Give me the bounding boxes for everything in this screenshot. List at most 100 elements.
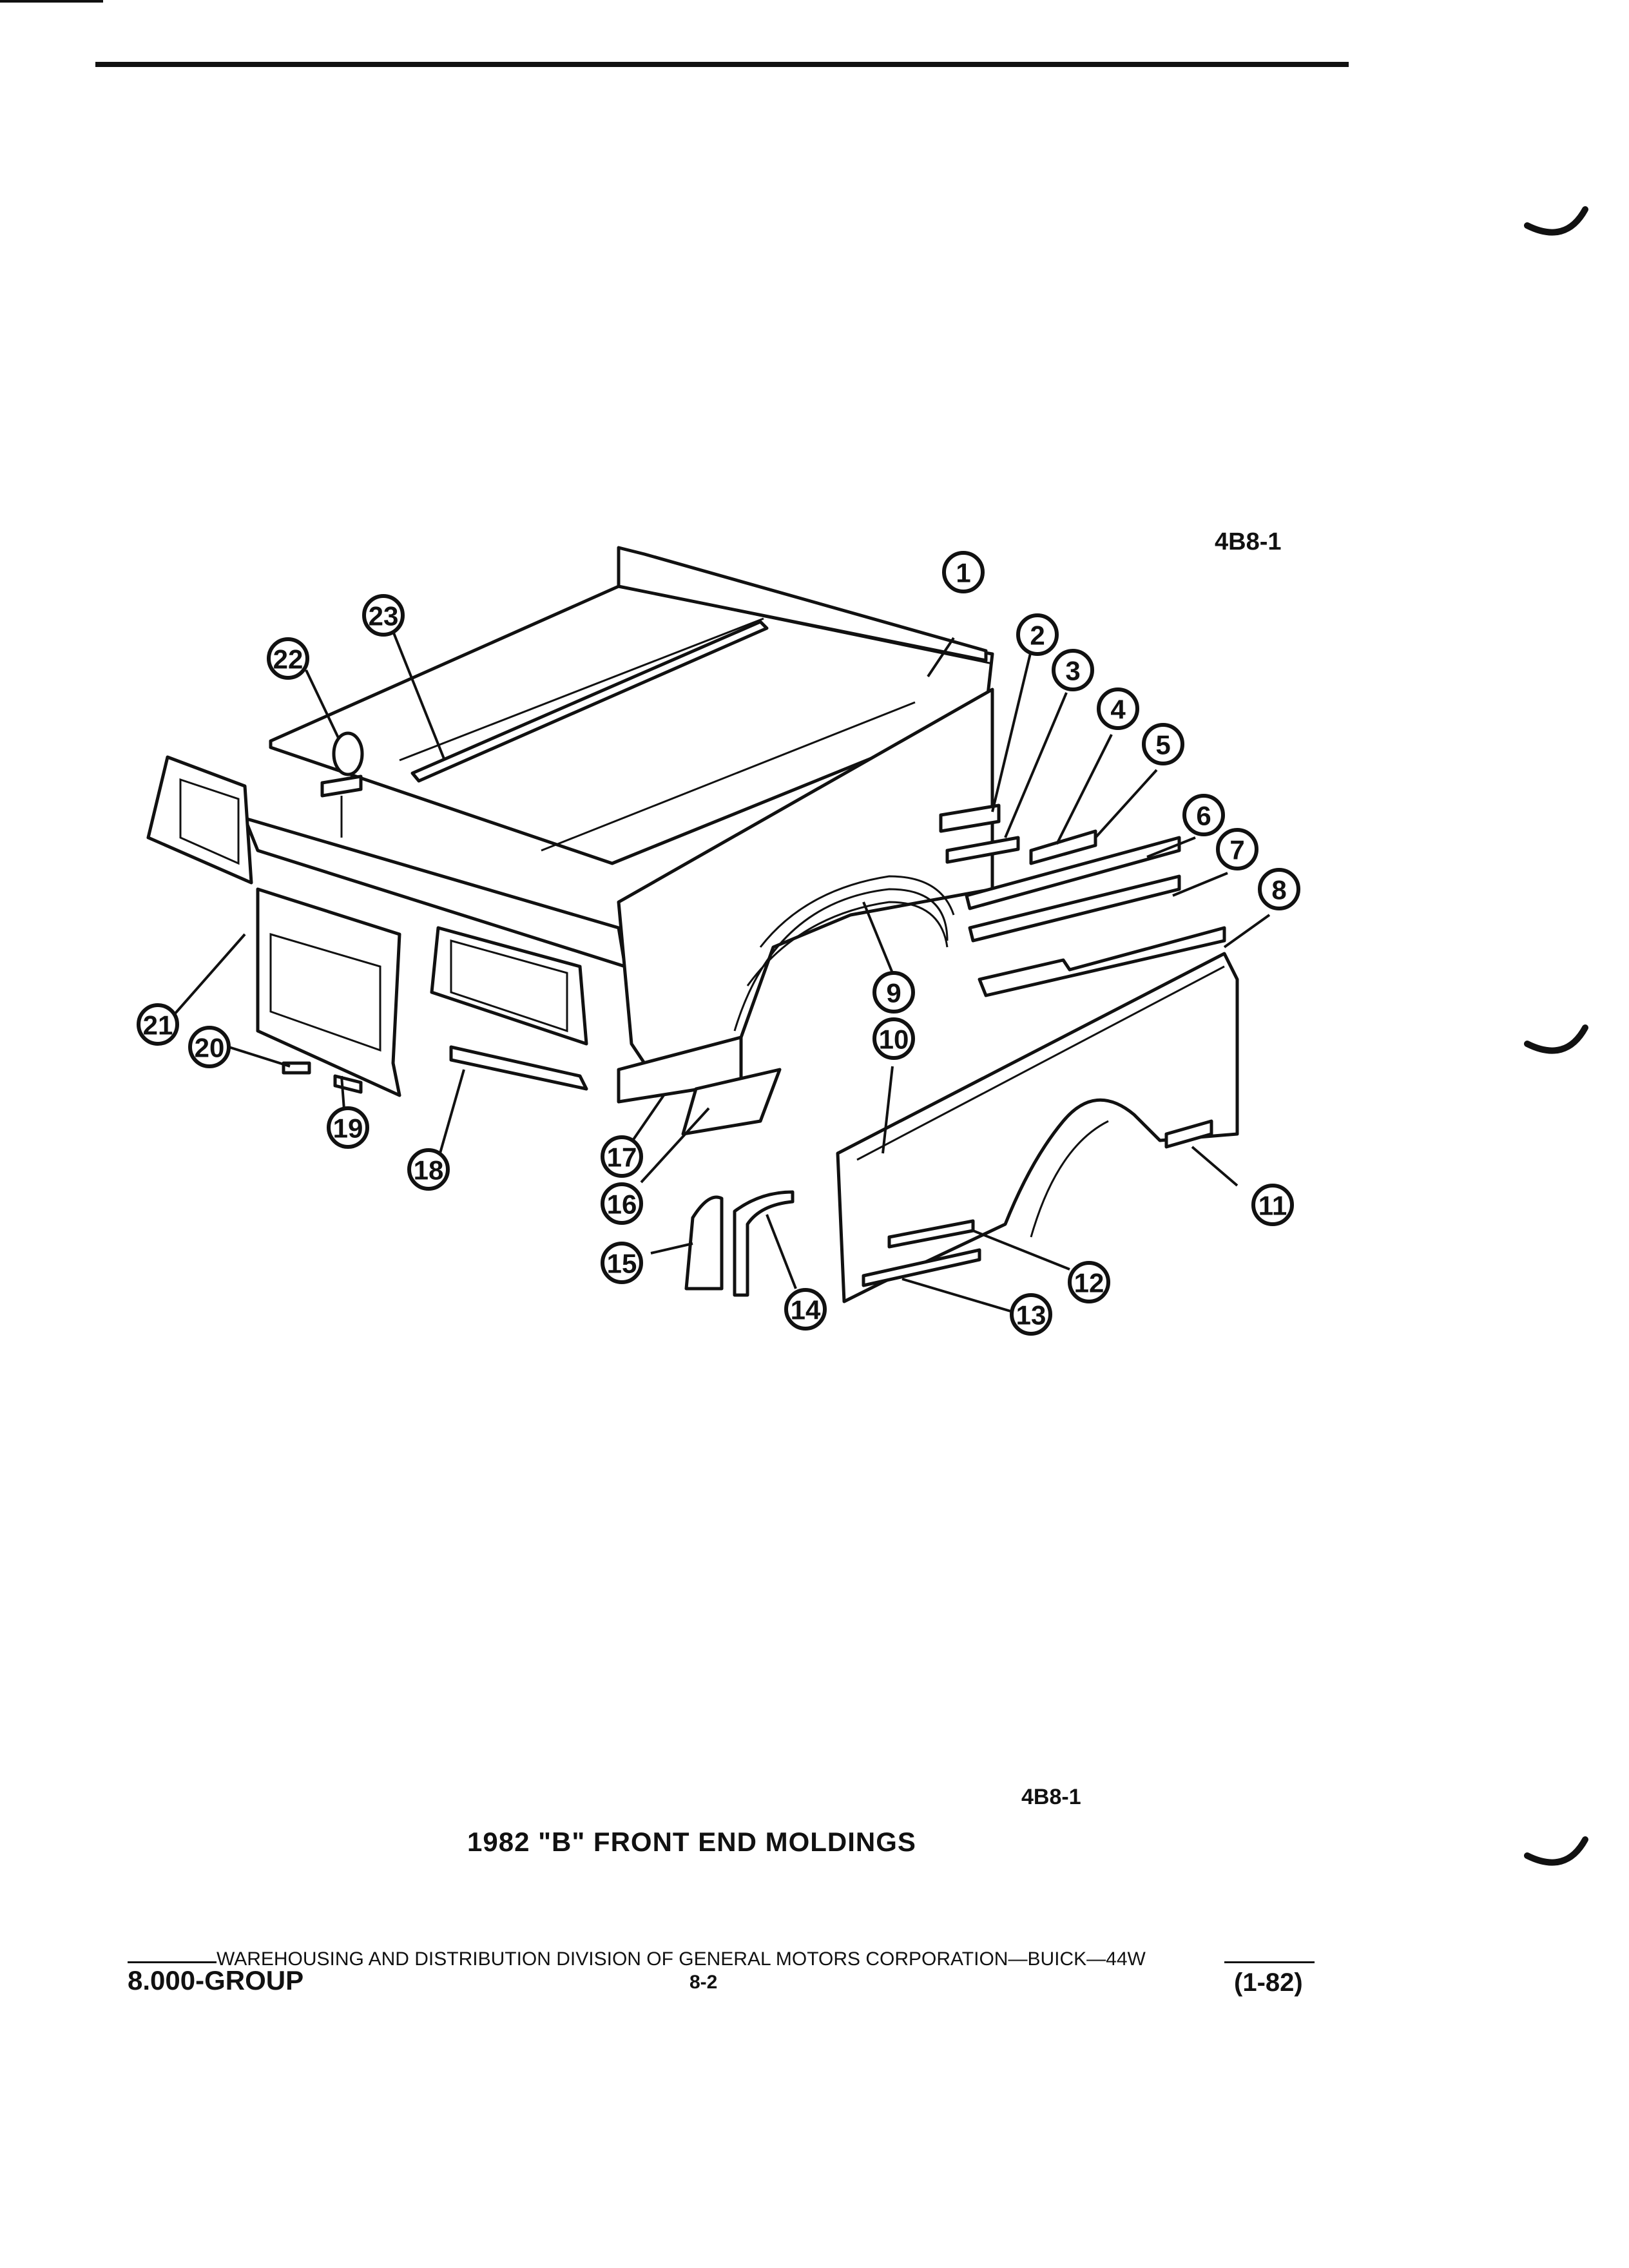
callout-circle xyxy=(601,1135,643,1178)
callout-number: 13 xyxy=(1016,1300,1046,1331)
callout-22: 22 xyxy=(267,637,309,680)
callout-number: 4 xyxy=(1110,695,1126,725)
page-number: 8-2 xyxy=(689,1972,718,1993)
nameplate xyxy=(939,803,1001,833)
callout-number: 12 xyxy=(1074,1268,1104,1298)
callout-number: 19 xyxy=(333,1113,363,1144)
callout-number: 10 xyxy=(879,1024,909,1055)
callout-9: 9 xyxy=(872,971,915,1014)
filler-molding xyxy=(733,1190,795,1297)
callout-3: 3 xyxy=(1052,649,1094,691)
callout-8: 8 xyxy=(1258,868,1300,910)
top-corner-rule xyxy=(0,0,103,3)
callout-13: 13 xyxy=(1010,1293,1052,1336)
callout-circle xyxy=(1052,649,1094,691)
callout-number: 23 xyxy=(369,601,399,631)
callout-number: 11 xyxy=(1258,1191,1287,1221)
callout-7: 7 xyxy=(1216,828,1258,870)
callout-circle xyxy=(1258,868,1300,910)
revision-date: (1-82) xyxy=(1234,1968,1303,1997)
side-molding-lower xyxy=(968,874,1181,943)
binder-mark xyxy=(1524,1024,1588,1054)
callout-1: 1 xyxy=(942,551,985,593)
callout-21: 21 xyxy=(137,1003,179,1046)
callout-number: 17 xyxy=(607,1142,637,1173)
callout-circle xyxy=(137,1003,179,1046)
callout-circle xyxy=(784,1288,827,1331)
callout-circle xyxy=(1182,794,1225,836)
binder-marks xyxy=(1524,206,1588,1866)
callout-10: 10 xyxy=(872,1017,915,1060)
callout-number: 22 xyxy=(273,644,304,675)
callout-circle xyxy=(872,971,915,1014)
callout-circle xyxy=(362,594,405,637)
side-molding-upper xyxy=(965,836,1181,910)
header-rule xyxy=(95,62,1349,67)
callout-number: 14 xyxy=(791,1295,821,1325)
callout-number: 9 xyxy=(886,978,901,1008)
callout-2: 2 xyxy=(1016,613,1059,656)
callout-circle xyxy=(407,1148,450,1191)
header-panel xyxy=(146,755,627,1046)
right-front-fender xyxy=(836,952,1239,1303)
group-number: 8.000-GROUP xyxy=(128,1965,304,1995)
filler-panel xyxy=(684,1195,724,1291)
callout-circle xyxy=(601,1182,643,1225)
callout-circle xyxy=(327,1106,369,1149)
callout-number: 5 xyxy=(1155,730,1170,760)
callout-number: 20 xyxy=(195,1033,225,1063)
callout-number: 1 xyxy=(956,558,970,588)
grille-filler-panel xyxy=(256,887,401,1097)
callout-number: 2 xyxy=(1030,620,1045,651)
callout-number: 21 xyxy=(143,1010,173,1041)
callout-14: 14 xyxy=(784,1288,827,1331)
callout-number: 15 xyxy=(607,1249,637,1279)
callout-circle xyxy=(1142,723,1184,765)
callout-circle xyxy=(1216,828,1258,870)
callout-17: 17 xyxy=(601,1135,643,1178)
binder-mark xyxy=(1524,1836,1588,1866)
callout-number: 6 xyxy=(1196,801,1211,831)
hood-panel xyxy=(269,546,994,865)
side-molding-rear xyxy=(978,926,1226,997)
rocker-molding-lower xyxy=(862,1248,981,1287)
callout-20: 20 xyxy=(188,1026,231,1068)
callout-5: 5 xyxy=(1142,723,1184,765)
figure-code-top: 4B8-1 xyxy=(1215,528,1282,555)
footer-line: WAREHOUSING AND DISTRIBUTION DIVISION OF… xyxy=(217,1948,1146,1970)
callout-19: 19 xyxy=(327,1106,369,1149)
callout-circle xyxy=(1016,613,1059,656)
callout-circle xyxy=(188,1026,231,1068)
callout-number: 16 xyxy=(607,1189,637,1220)
callout-circle xyxy=(872,1017,915,1060)
callout-number: 7 xyxy=(1229,835,1244,865)
callout-circle xyxy=(1010,1293,1052,1336)
footer-rule-left xyxy=(128,1961,217,1963)
script-emblem xyxy=(1029,829,1097,865)
callout-circle xyxy=(267,637,309,680)
callout-circle xyxy=(1251,1184,1294,1226)
callout-number: 3 xyxy=(1065,656,1080,686)
figure-code-caption: 4B8-1 xyxy=(1021,1785,1081,1809)
fender-rear-molding xyxy=(1164,1119,1213,1149)
callout-15: 15 xyxy=(601,1242,643,1284)
callout-number: 8 xyxy=(1271,875,1286,905)
hood-molding xyxy=(410,620,769,783)
bumper-filler-strip xyxy=(449,1045,588,1091)
callout-16: 16 xyxy=(601,1182,643,1225)
extension-insert xyxy=(681,1068,782,1136)
callout-12: 12 xyxy=(1068,1261,1110,1303)
front-fender xyxy=(617,687,994,1065)
figure-title: 1982 "B" FRONT END MOLDINGS xyxy=(467,1827,916,1857)
callout-circle xyxy=(1097,687,1139,730)
callout-11: 11 xyxy=(1251,1184,1294,1226)
hood-ornament xyxy=(320,731,364,838)
callout-number: 18 xyxy=(414,1155,444,1186)
callout-circle xyxy=(601,1242,643,1284)
callout-6: 6 xyxy=(1182,794,1225,836)
callout-circle xyxy=(942,551,985,593)
callout-18: 18 xyxy=(407,1148,450,1191)
binder-mark xyxy=(1524,206,1588,236)
